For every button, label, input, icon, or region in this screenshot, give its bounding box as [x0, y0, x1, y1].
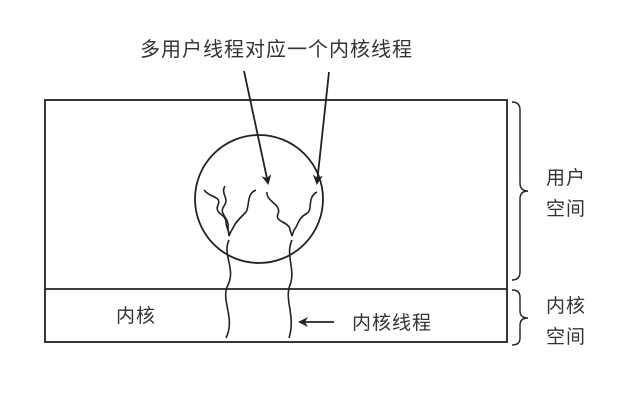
user-threads-group-left: [203, 185, 257, 237]
address-space-box: [44, 99, 508, 343]
kernel-thread-line-left: [224, 239, 232, 339]
user-threads-group-right: [266, 191, 318, 237]
kernel-label: 内核: [116, 305, 157, 327]
user-space-label-line1: 用户: [546, 167, 587, 189]
kernel-thread-line-right: [287, 239, 293, 339]
user-space-label-line2: 空间: [546, 198, 587, 220]
user-space-brace: [511, 101, 529, 281]
kernel-space-label-line1: 内核: [546, 295, 587, 317]
diagram-title: 多用户线程对应一个内核线程: [140, 37, 413, 61]
title-arrow-right: [312, 71, 330, 185]
user-space-label: 用户 空间: [546, 163, 590, 225]
kernel-space-label-line2: 空间: [546, 326, 587, 348]
title-arrow-left: [243, 70, 272, 185]
kernel-space-brace: [511, 289, 529, 346]
process-circle: [194, 134, 324, 264]
kernel-thread-label: 内核线程: [352, 312, 433, 334]
kernel-space-label: 内核 空间: [546, 291, 590, 353]
